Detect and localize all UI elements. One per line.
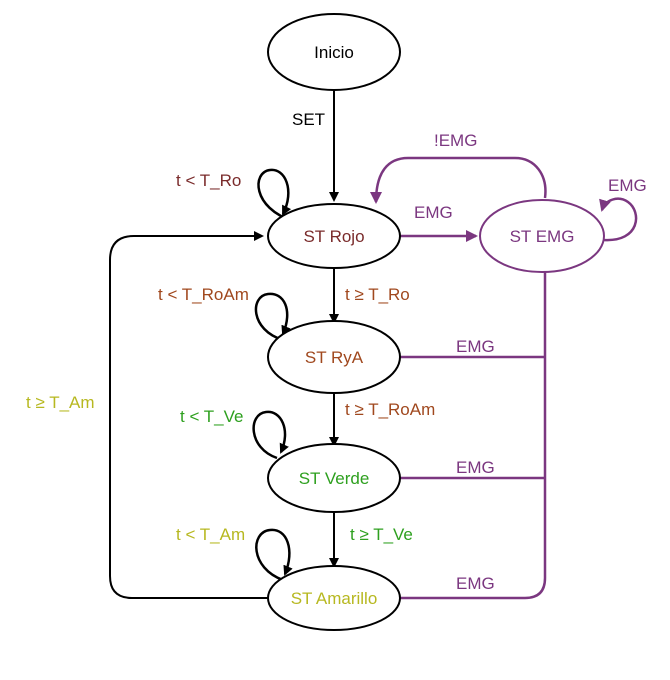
label-t-lt-t-ve: t < T_Ve (180, 407, 243, 426)
node-verde-label: ST Verde (299, 469, 370, 488)
node-rya-label: ST RyA (305, 348, 364, 367)
label-not-emg: !EMG (434, 131, 477, 150)
label-t-ge-t-am: t ≥ T_Am (26, 393, 95, 412)
selfloop-rya (254, 292, 291, 342)
edge-amarillo-to-rojo (109, 231, 270, 599)
label-t-lt-t-roam: t < T_RoAm (158, 285, 249, 304)
label-t-ge-t-ve: t ≥ T_Ve (350, 525, 413, 544)
label-emg-rojo: EMG (414, 203, 453, 222)
node-inicio (267, 13, 401, 91)
node-inicio-label: Inicio (314, 43, 354, 62)
node-emg (479, 199, 605, 273)
label-set: SET (292, 110, 325, 129)
label-t-ge-t-roam: t ≥ T_RoAm (345, 400, 435, 419)
edge-emg-to-rojo (370, 156, 547, 204)
node-emg-label: ST EMG (510, 227, 575, 246)
selfloop-verde (252, 410, 289, 460)
node-verde (267, 443, 401, 513)
label-emg-rya: EMG (456, 337, 495, 356)
node-amarillo (267, 565, 401, 631)
label-emg-amarillo: EMG (456, 574, 495, 593)
selfloop-amarillo (255, 528, 293, 582)
selfloop-emg (599, 197, 638, 242)
label-t-lt-t-am: t < T_Am (176, 525, 245, 544)
label-t-ge-t-ro: t ≥ T_Ro (345, 285, 410, 304)
label-emg-verde: EMG (456, 458, 495, 477)
label-emg-self: EMG (608, 176, 647, 195)
node-rya (267, 320, 401, 394)
node-amarillo-label: ST Amarillo (291, 589, 378, 608)
edge-states-to-emg (400, 272, 547, 600)
node-rojo-label: ST Rojo (303, 227, 364, 246)
label-t-lt-t-ro: t < T_Ro (176, 171, 241, 190)
selfloop-rojo (257, 168, 294, 223)
node-rojo (267, 203, 401, 269)
